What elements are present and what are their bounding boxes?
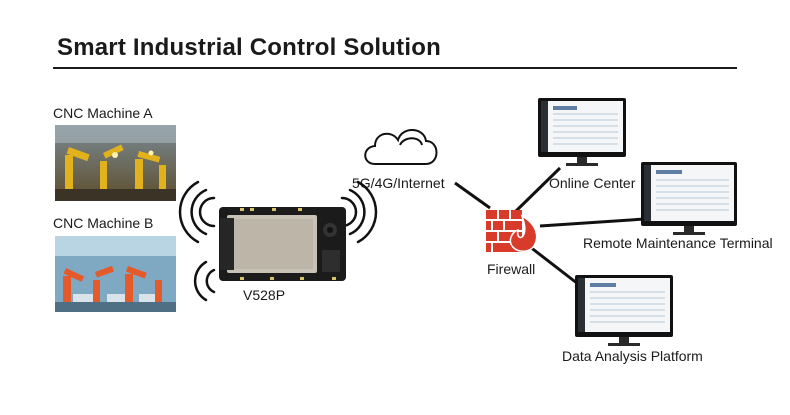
signal-waves-icon: [178, 180, 378, 302]
machine-a-label: CNC Machine A: [53, 105, 153, 121]
machine-b-label: CNC Machine B: [53, 215, 154, 231]
monitor-icon: [575, 275, 673, 346]
data-platform-label: Data Analysis Platform: [562, 348, 703, 364]
link-network-firewall: [454, 181, 491, 210]
device-label: V528P: [243, 287, 286, 303]
page-title: Smart Industrial Control Solution: [57, 34, 441, 61]
monitor-icon: [538, 98, 626, 166]
cloud-icon: [364, 129, 438, 165]
firewall-icon: [486, 210, 538, 252]
cnc-machine-b-image: [55, 236, 176, 312]
cnc-machine-a-image: [55, 125, 176, 201]
network-label: 5G/4G/Internet: [352, 175, 445, 191]
link-firewall-online-center: [513, 166, 562, 214]
online-center-label: Online Center: [549, 175, 636, 191]
link-firewall-data-platform: [524, 241, 583, 289]
monitor-icon: [641, 162, 737, 235]
v528p-board-icon: [219, 207, 346, 281]
link-firewall-remote-terminal: [539, 216, 661, 228]
title-divider: [53, 67, 737, 69]
firewall-label: Firewall: [487, 261, 536, 277]
remote-terminal-label: Remote Maintenance Terminal: [583, 235, 773, 251]
